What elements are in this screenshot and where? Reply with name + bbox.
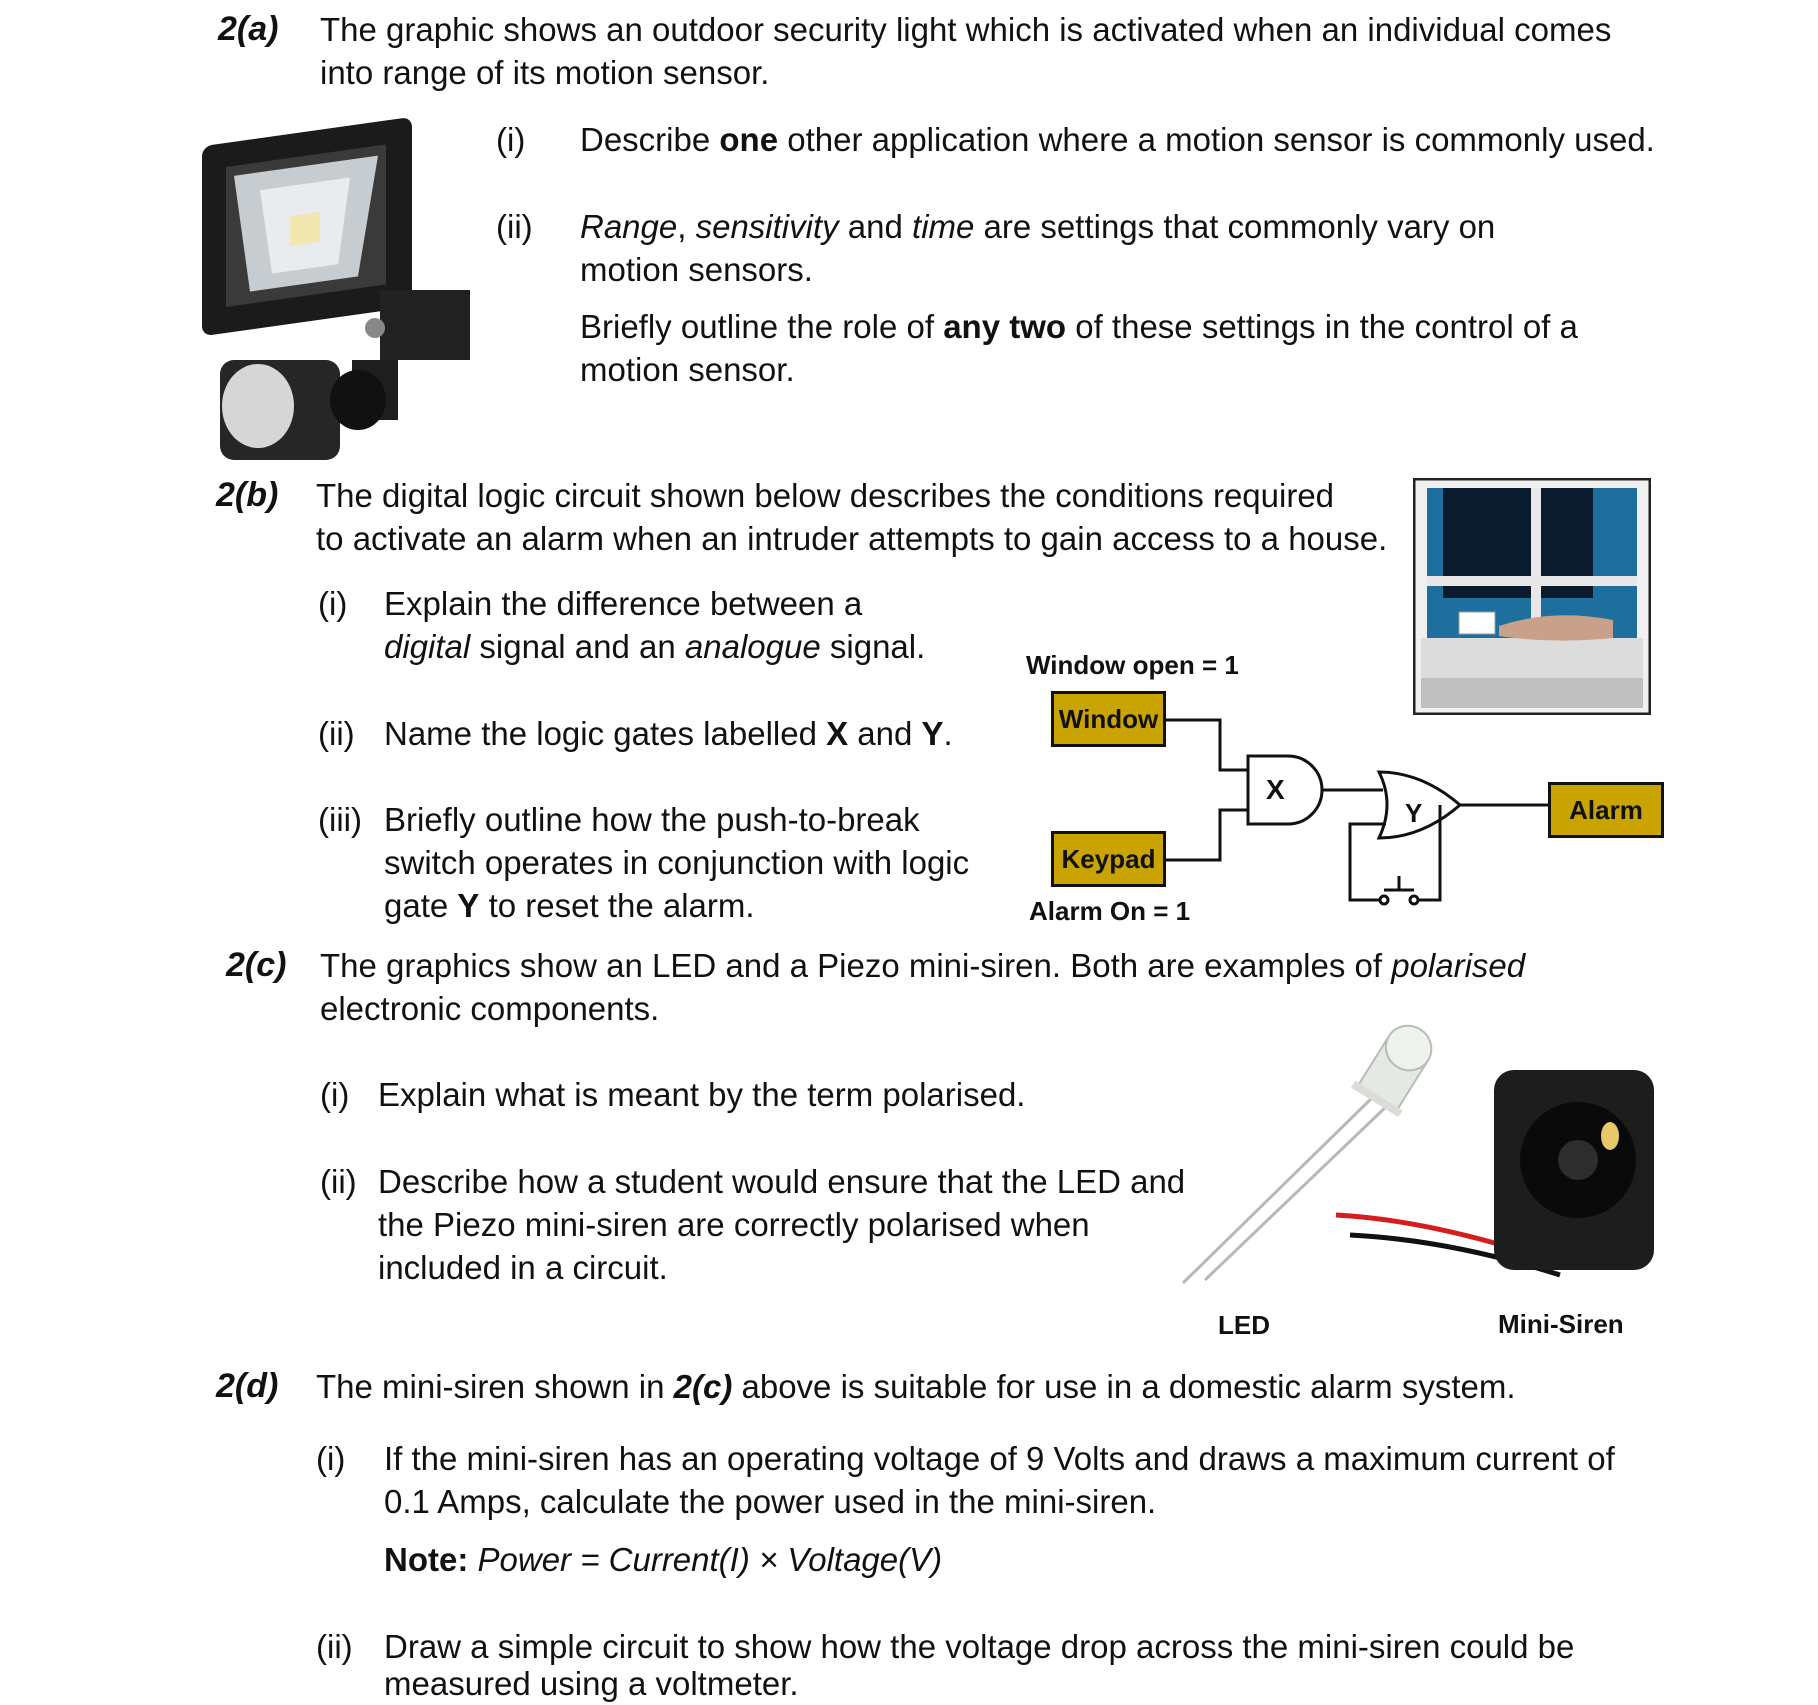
q2b-i-line1: Explain the difference between a xyxy=(384,585,863,622)
q2a-ii-number: (ii) xyxy=(496,208,533,245)
and-gate-x xyxy=(1246,754,1324,826)
q2c-ii-line3: included in a circuit. xyxy=(378,1249,668,1286)
alarm-output-box: Alarm xyxy=(1548,782,1664,838)
q2d-i-line1: If the mini-siren has an operating volta… xyxy=(384,1440,1615,1477)
q2b-i-number: (i) xyxy=(318,585,348,622)
q2c-i-text: Explain what is meant by the term polari… xyxy=(378,1076,1026,1113)
mini-siren-label: Mini-Siren xyxy=(1498,1309,1624,1339)
q2a-intro-line1: The graphic shows an outdoor security li… xyxy=(320,11,1612,48)
q2c-ii-line1: Describe how a student would ensure that… xyxy=(378,1163,1186,1200)
q2d-ii-number: (ii) xyxy=(316,1628,353,1665)
q2a-intro-line2: into range of its motion sensor. xyxy=(320,54,770,91)
alarm-on-note: Alarm On = 1 xyxy=(1029,896,1191,926)
q2d-i-note: Note: Power = Current(I) × Voltage(V) xyxy=(384,1541,943,1578)
question-number-2b: 2(b) xyxy=(216,476,279,514)
led-image xyxy=(1181,1024,1433,1285)
q2a-i-number: (i) xyxy=(496,121,526,158)
q2d-i-number: (i) xyxy=(316,1440,346,1477)
question-number-2c: 2(c) xyxy=(226,946,287,984)
window-input-box: Window xyxy=(1051,691,1166,747)
q2d-i-line2: 0.1 Amps, calculate the power used in th… xyxy=(384,1483,1157,1520)
push-to-break-switch xyxy=(1384,876,1414,892)
mini-siren-image xyxy=(1335,1070,1654,1278)
q2a-ii-line2: motion sensors. xyxy=(580,251,813,288)
q2c-ii-line2: the Piezo mini-siren are correctly polar… xyxy=(378,1206,1090,1243)
question-number-2a: 2(a) xyxy=(218,10,279,48)
q2b-i-line2: digital signal and an analogue signal. xyxy=(384,628,926,665)
keypad-input-box: Keypad xyxy=(1051,831,1166,887)
q2d-intro: The mini-siren shown in 2(c) above is su… xyxy=(316,1368,1516,1405)
q2b-iii-line2: switch operates in conjunction with logi… xyxy=(384,844,970,881)
gate-x-label: X xyxy=(1266,774,1285,805)
q2c-intro-line2: electronic components. xyxy=(320,990,660,1027)
q2b-ii-number: (ii) xyxy=(318,715,355,752)
logic-circuit-diagram xyxy=(1166,718,1550,906)
q2d-ii-line2: measured using a voltmeter. xyxy=(384,1665,799,1702)
q2c-ii-number: (ii) xyxy=(320,1163,357,1200)
q2c-i-number: (i) xyxy=(320,1076,350,1113)
q2c-intro-line1: The graphics show an LED and a Piezo min… xyxy=(320,947,1526,984)
q2b-intro-line2: to activate an alarm when an intruder at… xyxy=(316,520,1388,557)
question-number-2d: 2(d) xyxy=(216,1367,279,1405)
intruder-window-image xyxy=(1413,478,1651,715)
q2a-ii-line4: motion sensor. xyxy=(580,351,795,388)
q2b-iii-line1: Briefly outline how the push-to-break xyxy=(384,801,920,838)
q2b-iii-number: (iii) xyxy=(318,801,362,838)
window-open-note: Window open = 1 xyxy=(1026,650,1239,680)
security-light-image xyxy=(202,118,470,460)
q2b-iii-line3: gate Y to reset the alarm. xyxy=(384,887,755,924)
q2b-ii-text: Name the logic gates labelled X and Y. xyxy=(384,715,953,752)
or-gate-y xyxy=(1376,770,1463,840)
led-label: LED xyxy=(1218,1310,1270,1340)
gate-y-label: Y xyxy=(1405,798,1423,828)
q2d-ii-line1: Draw a simple circuit to show how the vo… xyxy=(384,1628,1575,1665)
q2b-intro-line1: The digital logic circuit shown below de… xyxy=(316,477,1335,514)
q2a-ii-line3: Briefly outline the role of any two of t… xyxy=(580,308,1578,345)
q2a-i-text: Describe one other application where a m… xyxy=(580,121,1655,158)
q2a-ii-line1: Range, sensitivity and time are settings… xyxy=(580,208,1496,245)
